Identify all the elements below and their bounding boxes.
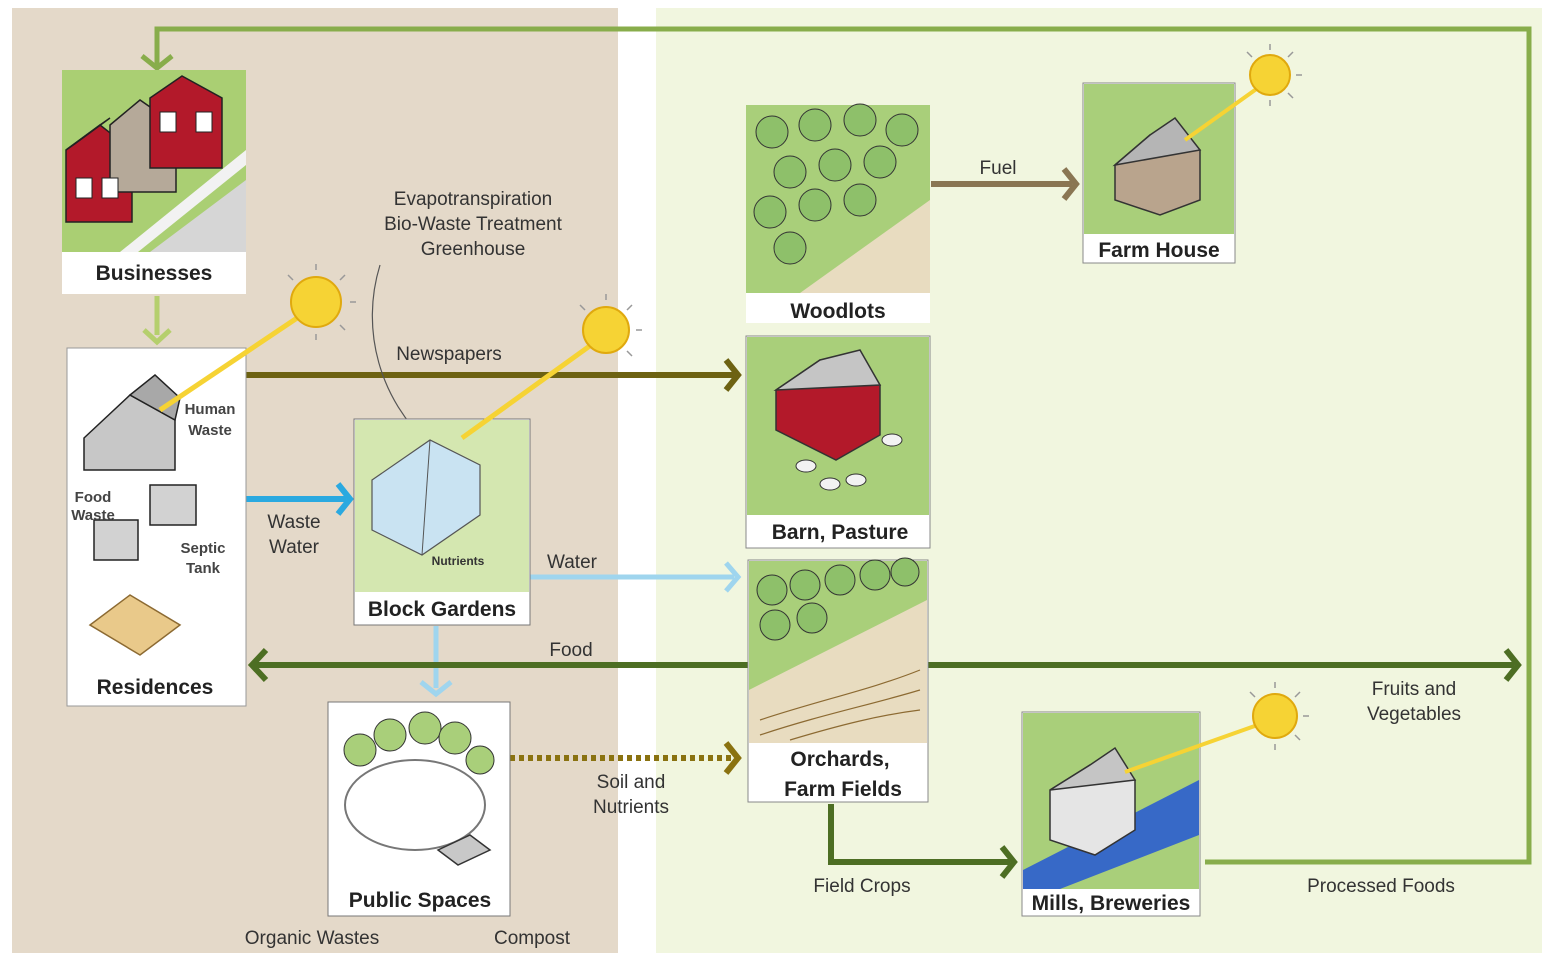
fuel-arrowhead: [1061, 167, 1080, 201]
woodlots-node: Woodlots: [746, 103, 930, 323]
organic-wastes-label: Organic Wastes: [245, 928, 379, 949]
block-gardens-node: Nutrients Block Gardens: [353, 418, 531, 626]
greenhouse-label-1: Evapotranspiration: [394, 189, 552, 210]
mills-breweries-label: Mills, Breweries: [1032, 892, 1191, 915]
newspapers-label: Newspapers: [396, 344, 502, 365]
block-gardens-label: Block Gardens: [368, 598, 516, 621]
compost-label: Compost: [494, 928, 571, 949]
septic-label-2: Tank: [186, 560, 221, 577]
orchards-label-2: Farm Fields: [784, 778, 902, 801]
food-waste-label-1: Food: [75, 489, 112, 506]
barn-pasture-label: Barn, Pasture: [772, 521, 909, 544]
businesses-arrowhead: [142, 328, 172, 346]
orchards-node: Orchards, Farm Fields: [747, 557, 929, 803]
soil-nutrients-arrowhead: [723, 741, 742, 775]
sun-mills-icon: [1124, 682, 1309, 774]
sun-residences-icon: [158, 264, 356, 413]
processed-foods-label: Processed Foods: [1307, 876, 1455, 897]
woodlots-label: Woodlots: [790, 300, 885, 323]
greenhouse-label-3: Greenhouse: [421, 239, 526, 260]
waste-water-arrowhead: [335, 482, 354, 516]
sun-farm-house-icon: [1183, 44, 1302, 142]
greenhouse-label-2: Bio-Waste Treatment: [384, 214, 562, 235]
fruits-vegetables-label-1: Fruits and: [1372, 679, 1456, 700]
public-spaces-node: Public Spaces: [327, 701, 511, 917]
soil-nutrients-label-2: Nutrients: [593, 797, 669, 818]
water-label: Water: [547, 552, 598, 573]
field-crops-arrowhead: [999, 845, 1018, 879]
fruits-arrowhead-right: [1503, 648, 1522, 682]
processed-foods-loop-arrow: [154, 26, 1532, 865]
fruits-vegetables-label-2: Vegetables: [1367, 704, 1461, 725]
sun-gardens-icon: [460, 294, 642, 441]
food-label: Food: [549, 640, 592, 661]
human-waste-label-1: Human: [185, 401, 236, 418]
waste-water-label-1: Waste: [267, 512, 320, 533]
waste-water-label-2: Water: [269, 537, 320, 558]
businesses-node: Businesses: [62, 70, 246, 294]
field-crops-arrow: [828, 804, 1010, 865]
water-arrowhead: [724, 561, 742, 593]
orchards-label-1: Orchards,: [790, 748, 889, 771]
food-waste-label-2: Waste: [71, 507, 115, 524]
nutrients-label: Nutrients: [432, 554, 485, 568]
food-arrowhead-left: [247, 647, 269, 683]
loop-arrowhead: [140, 54, 174, 72]
newspapers-arrowhead: [723, 358, 742, 392]
septic-label-1: Septic: [180, 540, 225, 557]
fuel-label: Fuel: [980, 158, 1017, 179]
businesses-label: Businesses: [96, 262, 213, 285]
barn-pasture-node: Barn, Pasture: [745, 335, 931, 549]
farm-house-label: Farm House: [1098, 239, 1219, 262]
residences-label: Residences: [97, 676, 214, 699]
soil-nutrients-label-1: Soil and: [597, 772, 666, 793]
public-spaces-label: Public Spaces: [349, 889, 491, 912]
gardens-to-public-arrowhead: [419, 680, 453, 698]
mills-breweries-node: Mills, Breweries: [1021, 711, 1201, 917]
residences-node: Human Waste Food Waste Septic Tank Resid…: [66, 347, 247, 707]
field-crops-label: Field Crops: [813, 876, 910, 897]
human-waste-label-2: Waste: [188, 422, 232, 439]
farm-house-node: Farm House: [1082, 82, 1236, 264]
